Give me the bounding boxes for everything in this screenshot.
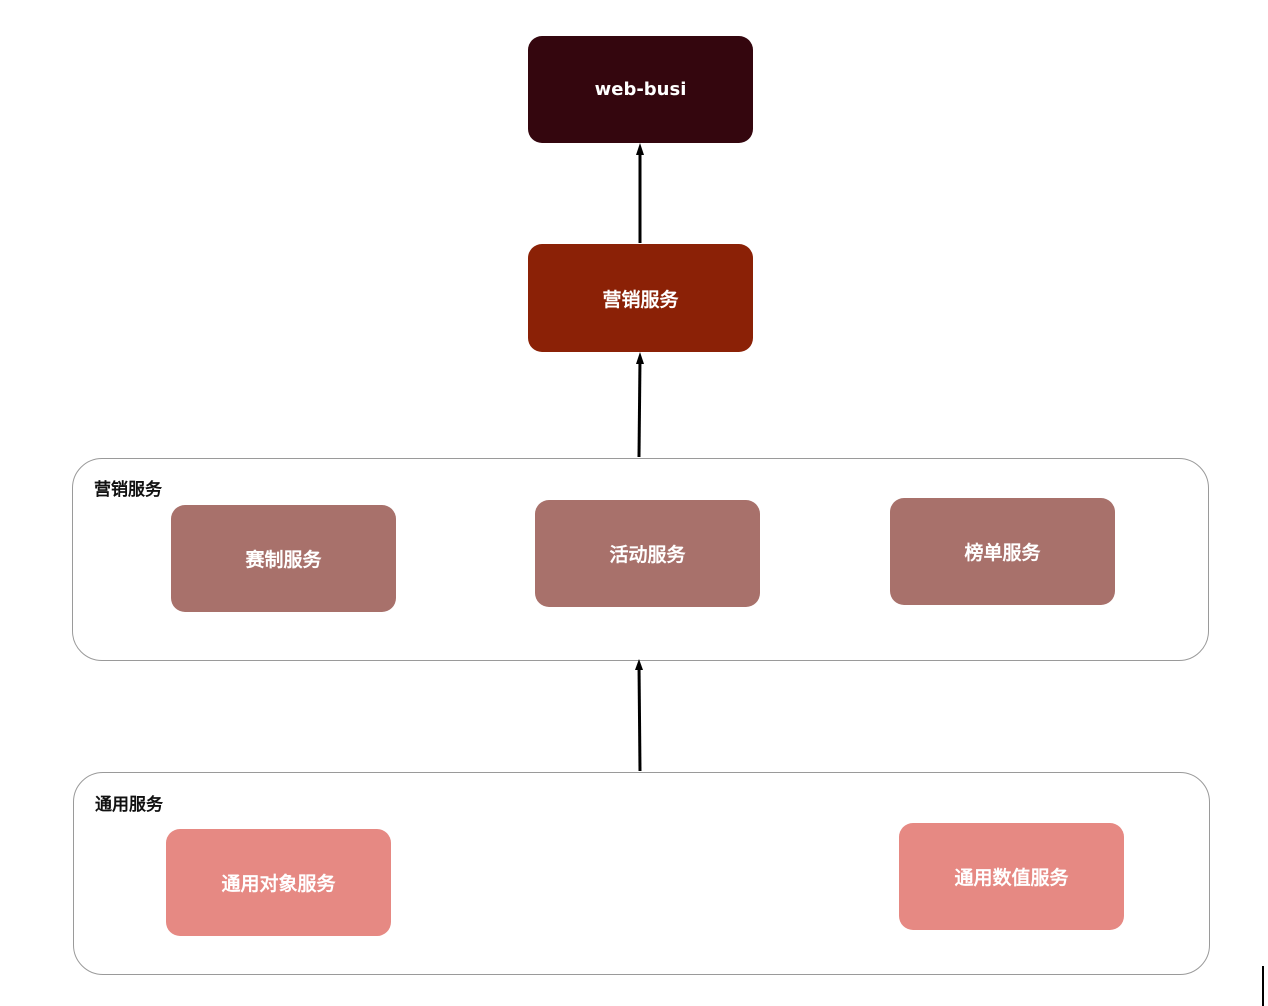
marketing-service-node: 营销服务 (528, 244, 753, 352)
web-busi-node: web-busi (528, 36, 753, 143)
arrowhead-marketing-group-to-marketing (636, 352, 644, 364)
arrow-common-to-marketing-group (637, 663, 642, 772)
common-value-service-node: 通用数值服务 (899, 823, 1124, 930)
common-object-service-node: 通用对象服务 (166, 829, 391, 936)
text-cursor (1262, 966, 1264, 1006)
common-group-label: 通用服务 (95, 795, 163, 815)
arrow-marketing-group-to-marketing (637, 357, 642, 458)
competition-service-node: 赛制服务 (171, 505, 396, 612)
leaderboard-service-node: 榜单服务 (890, 498, 1115, 605)
arrowhead-marketing-to-web-busi (636, 143, 644, 155)
marketing-group-label: 营销服务 (94, 480, 162, 500)
activity-service-node: 活动服务 (535, 500, 760, 607)
